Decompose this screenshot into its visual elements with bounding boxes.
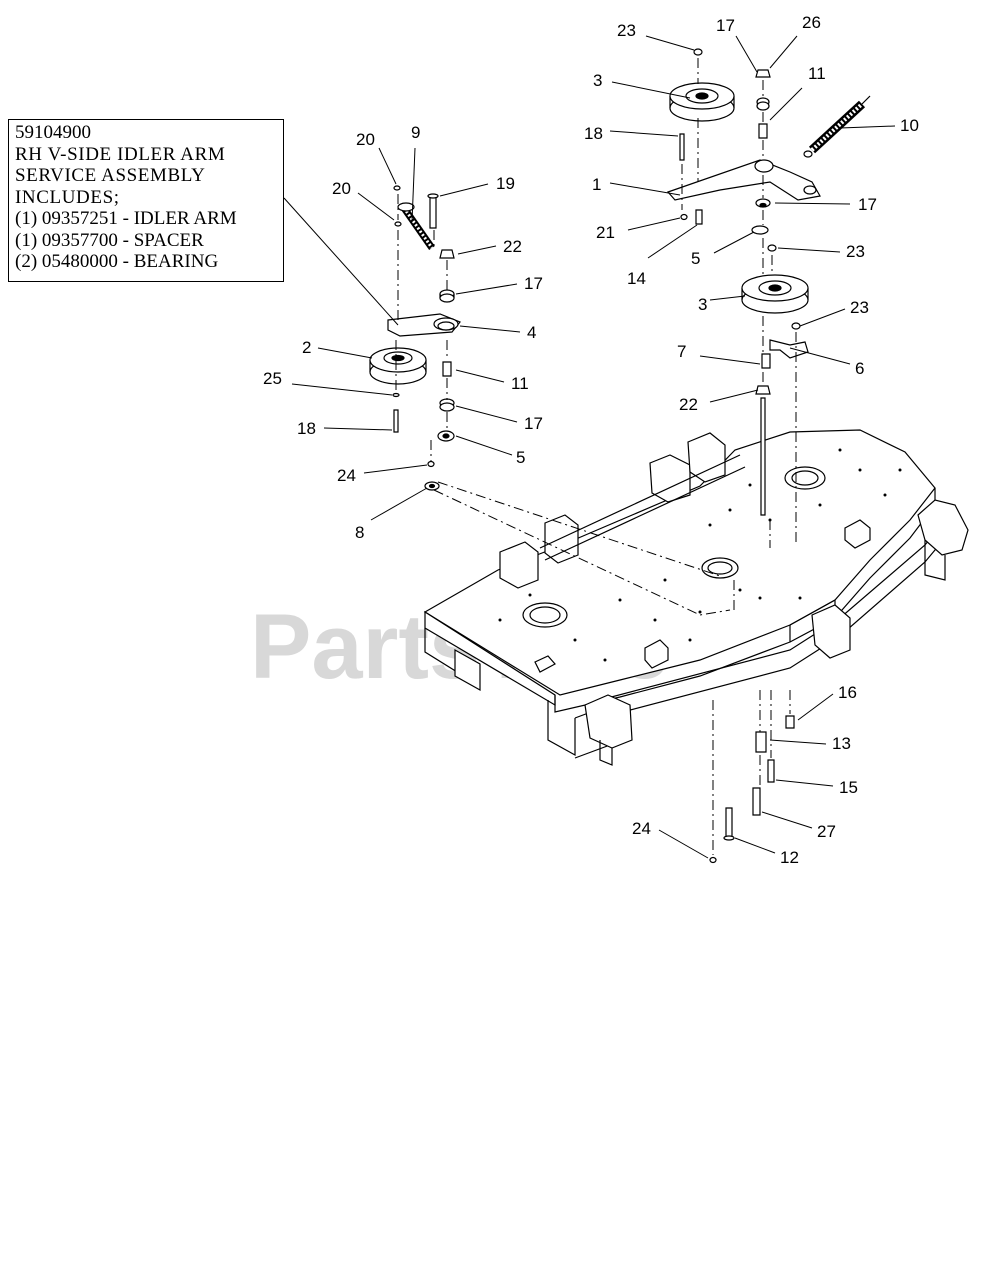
- mower-deck: [423, 429, 969, 766]
- callout-3-lower: 3: [698, 295, 707, 314]
- callout-24-left: 24: [337, 466, 356, 485]
- callout-18-right: 18: [584, 124, 603, 143]
- callout-14: 14: [627, 269, 646, 288]
- bolt-18-left: [393, 409, 399, 433]
- assembly-name-line-1: RH V-SIDE IDLER ARM: [15, 143, 226, 165]
- bolt-18-right: [679, 133, 685, 161]
- right-idler-assembly: [666, 48, 871, 516]
- assembly-name-line-2: SERVICE ASSEMBLY: [15, 165, 206, 186]
- assembly-part-number: 59104900: [15, 122, 91, 143]
- callout-numbers: 23 17 26 3 11 10 18 1 17 21 14 5 23 3 23…: [263, 13, 919, 867]
- nut-26: [755, 69, 771, 78]
- callout-24-bottom: 24: [632, 819, 651, 838]
- spring-right: [803, 95, 871, 158]
- callout-7: 7: [677, 342, 686, 361]
- callout-17-top: 17: [716, 16, 735, 35]
- callout-23-lower: 23: [850, 298, 869, 317]
- assembly-item-idler-arm: (1) 09357251 - IDLER ARM: [15, 208, 237, 229]
- callout-6: 6: [855, 359, 864, 378]
- nut-22-right: [755, 385, 771, 395]
- assembly-includes-label: INCLUDES;: [15, 186, 120, 208]
- washer-5-right: [751, 225, 769, 235]
- callout-25: 25: [263, 369, 282, 388]
- callout-3-upper: 3: [593, 71, 602, 90]
- callout-26: 26: [802, 13, 821, 32]
- pulley-right-upper: [669, 82, 735, 122]
- nut-24-bottom: [709, 856, 717, 864]
- spacer-11-right: [758, 123, 768, 139]
- callout-22-right: 22: [679, 395, 698, 414]
- callout-8: 8: [355, 523, 364, 542]
- bushing-16: [785, 715, 795, 729]
- nut-23-top: [693, 48, 703, 56]
- nut-21: [680, 213, 688, 221]
- callout-1: 1: [592, 175, 601, 194]
- callout-27: 27: [817, 822, 836, 841]
- callout-23-top: 23: [617, 21, 636, 40]
- nut-24-left: [427, 460, 435, 468]
- spacer-11-left: [442, 361, 452, 377]
- spacer-13: [755, 731, 767, 753]
- nut-23-lower: [791, 322, 801, 330]
- bolt-27: [752, 787, 761, 816]
- callout-12: 12: [780, 848, 799, 867]
- assembly-item-spacer: (1) 09357700 - SPACER: [15, 229, 204, 251]
- callout-4: 4: [527, 323, 536, 342]
- pin-14: [695, 209, 703, 225]
- callout-17-upper-left: 17: [524, 274, 543, 293]
- callout-11-left: 11: [511, 374, 529, 393]
- lower-hardware: [709, 715, 795, 864]
- assembly-item-bearing: (2) 05480000 - BEARING: [15, 251, 219, 272]
- pulley-right-lower: [741, 274, 809, 314]
- spindle-hole-right: [784, 466, 826, 490]
- callout-17-mid-right: 17: [858, 195, 877, 214]
- callout-2: 2: [302, 338, 311, 357]
- callout-20-lower: 20: [332, 179, 351, 198]
- callout-23-mid: 23: [846, 242, 865, 261]
- pin-15: [767, 759, 775, 783]
- nut-22-left: [439, 249, 455, 259]
- spacer-7: [761, 353, 771, 369]
- spring-left: [401, 205, 435, 251]
- service-assembly-box: 59104900 RH V-SIDE IDLER ARM SERVICE ASS…: [8, 119, 284, 282]
- callout-5-left: 5: [516, 448, 525, 467]
- callout-13: 13: [832, 734, 851, 753]
- callout-21: 21: [596, 223, 615, 242]
- assembly-center-lines: [395, 58, 797, 855]
- callout-20-upper: 20: [356, 130, 375, 149]
- callout-5-right: 5: [691, 249, 700, 268]
- callout-18-left: 18: [297, 419, 316, 438]
- bracket-6: [769, 339, 809, 359]
- nut-23-mid: [767, 244, 777, 252]
- callout-15: 15: [839, 778, 858, 797]
- bolt-19: [429, 195, 437, 229]
- washer-20-lower: [394, 221, 402, 227]
- pulley-left: [369, 347, 427, 385]
- callout-22-left: 22: [503, 237, 522, 256]
- callout-9: 9: [411, 123, 420, 142]
- service-assembly-leader: [283, 197, 399, 326]
- callout-leaders: [291, 35, 896, 859]
- callout-19: 19: [496, 174, 515, 193]
- washer-20-upper: [393, 185, 401, 191]
- bolt-12: [725, 807, 733, 839]
- left-idler-assembly: [369, 185, 461, 491]
- callout-17-lower-left: 17: [524, 414, 543, 433]
- callout-16: 16: [838, 683, 857, 702]
- callout-10: 10: [900, 116, 919, 135]
- idler-arm-right: [666, 159, 821, 201]
- washer-25: [392, 392, 400, 398]
- callout-11-right: 11: [808, 64, 826, 83]
